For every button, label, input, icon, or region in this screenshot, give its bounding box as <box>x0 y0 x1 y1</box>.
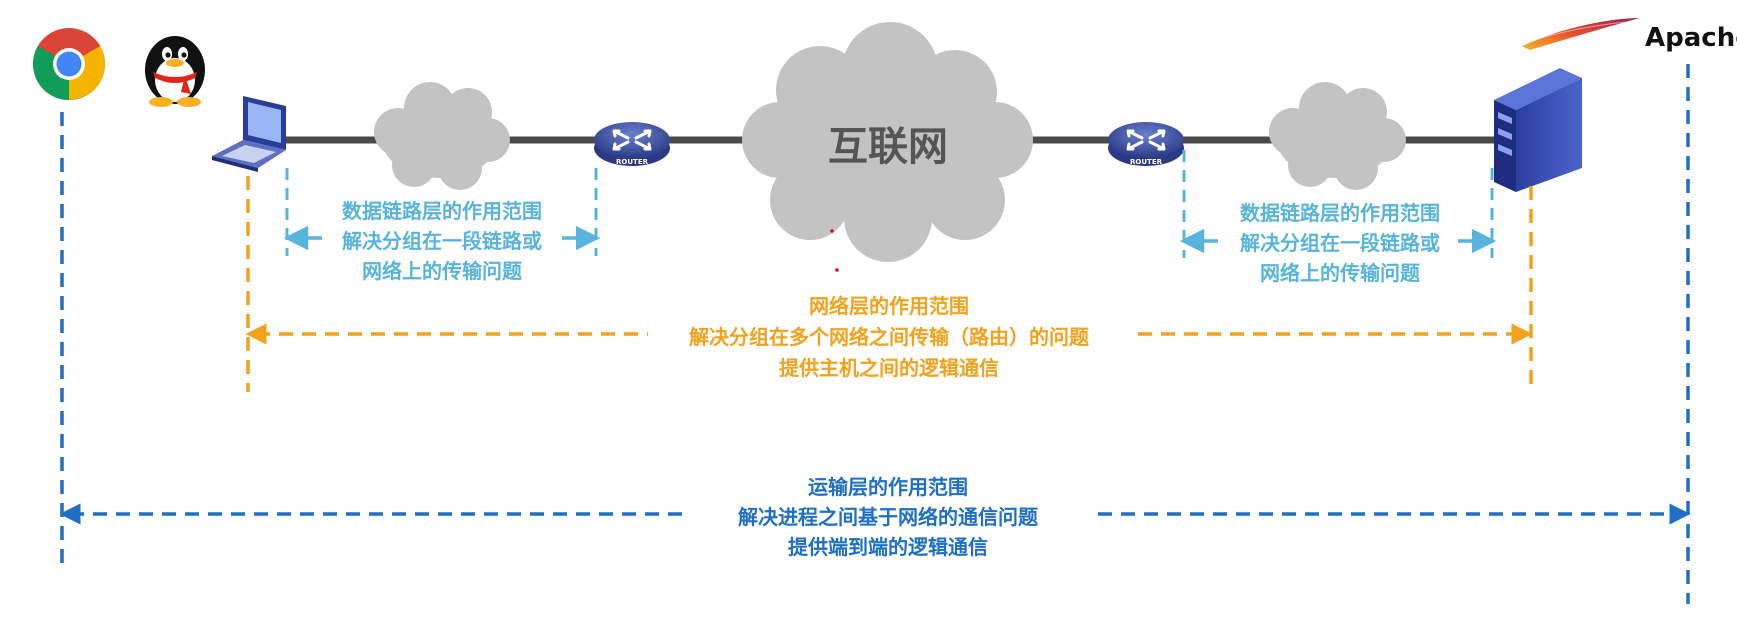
data-link-left-line-2: 解决分组在一段链路或 <box>342 229 542 253</box>
laptop-icon <box>212 96 286 172</box>
apache-feather-icon <box>1521 18 1640 50</box>
router-left-icon: ROUTER <box>594 122 670 166</box>
internet-label: 互联网 <box>828 124 948 170</box>
transport-layer-scope: 运输层的作用范围 解决进程之间基于网络的通信问题 提供端到端的逻辑通信 <box>59 64 1691 604</box>
chrome-icon <box>32 28 106 101</box>
router-right-icon: ROUTER <box>1108 122 1184 166</box>
data-link-left-line-1: 数据链路层的作用范围 <box>342 199 542 223</box>
transport-layer-line-2: 解决进程之间基于网络的通信问题 <box>738 505 1039 529</box>
internet-cloud <box>742 22 1033 262</box>
data-link-scope-left: 数据链路层的作用范围 解决分组在一段链路或 网络上的传输问题 <box>283 168 601 283</box>
network-layer-line-2: 解决分组在多个网络之间传输（路由）的问题 <box>689 325 1090 349</box>
qq-penguin-icon <box>145 36 205 107</box>
server-icon <box>1494 68 1582 192</box>
data-link-right-line-1: 数据链路层的作用范围 <box>1240 201 1440 225</box>
network-cloud-right <box>1269 82 1406 190</box>
transport-layer-line-3: 提供端到端的逻辑通信 <box>788 535 988 559</box>
network-layer-scope: 网络层的作用范围 解决分组在多个网络之间传输（路由）的问题 提供主机之间的逻辑通… <box>245 176 1533 392</box>
data-link-left-line-3: 网络上的传输问题 <box>362 259 523 283</box>
network-layer-line-3: 提供主机之间的逻辑通信 <box>779 356 999 380</box>
network-cloud-left <box>374 82 510 190</box>
data-link-right-line-3: 网络上的传输问题 <box>1260 261 1421 285</box>
red-dot-mark <box>835 268 839 272</box>
router-left-label: ROUTER <box>616 158 649 166</box>
network-layer-line-1: 网络层的作用范围 <box>809 294 969 318</box>
red-dot-mark <box>830 229 834 233</box>
transport-layer-line-1: 运输层的作用范围 <box>808 475 968 499</box>
data-link-scope-right: 数据链路层的作用范围 解决分组在一段链路或 网络上的传输问题 <box>1179 150 1497 285</box>
apache-label: Apache <box>1645 23 1737 53</box>
router-right-label: ROUTER <box>1130 158 1163 166</box>
data-link-right-line-2: 解决分组在一段链路或 <box>1240 231 1440 255</box>
